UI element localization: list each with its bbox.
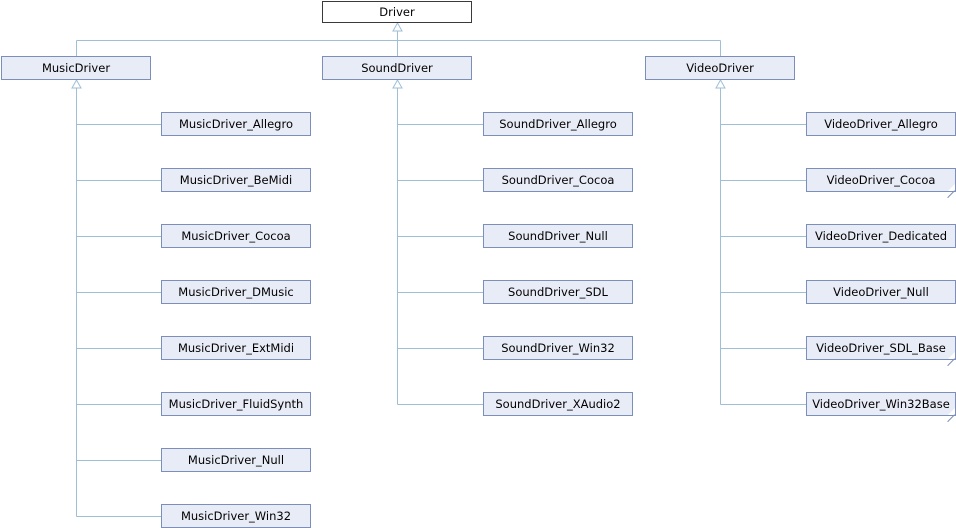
- class-node-musicdriver-cocoa[interactable]: MusicDriver_Cocoa: [161, 224, 311, 248]
- class-node-videodriver-sdl-base-label: VideoDriver_SDL_Base: [816, 341, 946, 355]
- class-node-sounddriver-cocoa-label: SoundDriver_Cocoa: [501, 173, 615, 187]
- class-node-driver-label: Driver: [379, 5, 415, 19]
- class-node-sounddriver-allegro-label: SoundDriver_Allegro: [499, 117, 617, 131]
- class-node-musicdriver-null-label: MusicDriver_Null: [187, 453, 285, 467]
- class-node-musicdriver-null[interactable]: MusicDriver_Null: [161, 448, 311, 472]
- class-node-videodriver-cocoa-label: VideoDriver_Cocoa: [826, 173, 936, 187]
- class-node-sounddriver[interactable]: SoundDriver: [322, 56, 472, 80]
- inheritance-arrow-driver: [392, 21, 403, 32]
- class-node-videodriver-sdl-base[interactable]: VideoDriver_SDL_Base: [806, 336, 956, 367]
- inheritance-arrow-sounddriver: [392, 78, 403, 89]
- class-node-sounddriver-xaudio2[interactable]: SoundDriver_XAudio2: [483, 392, 633, 416]
- inheritance-arrow-musicdriver: [71, 78, 82, 89]
- class-node-videodriver-allegro[interactable]: VideoDriver_Allegro: [806, 112, 956, 136]
- class-node-videodriver-null[interactable]: VideoDriver_Null: [806, 280, 956, 304]
- class-node-sounddriver-label: SoundDriver: [361, 61, 433, 75]
- truncated-corner-marker: [948, 408, 955, 415]
- class-node-videodriver-win32base-label: VideoDriver_Win32Base: [812, 397, 950, 411]
- class-node-sounddriver-null-label: SoundDriver_Null: [508, 229, 608, 243]
- class-node-musicdriver-dmusic[interactable]: MusicDriver_DMusic: [161, 280, 311, 304]
- class-node-musicdriver-cocoa-label: MusicDriver_Cocoa: [181, 229, 291, 243]
- class-node-musicdriver-bemidi[interactable]: MusicDriver_BeMidi: [161, 168, 311, 192]
- class-node-musicdriver-fluidsynth-label: MusicDriver_FluidSynth: [168, 397, 304, 411]
- class-node-sounddriver-null[interactable]: SoundDriver_Null: [483, 224, 633, 248]
- class-node-videodriver-dedicated-label: VideoDriver_Dedicated: [814, 229, 948, 243]
- class-node-videodriver-cocoa[interactable]: VideoDriver_Cocoa: [806, 168, 956, 199]
- truncated-corner-marker: [948, 352, 955, 359]
- class-node-videodriver-null-label: VideoDriver_Null: [833, 285, 929, 299]
- class-node-musicdriver[interactable]: MusicDriver: [1, 56, 151, 80]
- class-node-musicdriver-extmidi[interactable]: MusicDriver_ExtMidi: [161, 336, 311, 360]
- class-node-sounddriver-win32-label: SoundDriver_Win32: [501, 341, 615, 355]
- class-node-sounddriver-sdl[interactable]: SoundDriver_SDL: [483, 280, 633, 304]
- class-node-sounddriver-allegro[interactable]: SoundDriver_Allegro: [483, 112, 633, 136]
- inheritance-arrow-videodriver: [715, 78, 726, 89]
- class-node-videodriver-dedicated[interactable]: VideoDriver_Dedicated: [806, 224, 956, 248]
- class-node-videodriver-win32base[interactable]: VideoDriver_Win32Base: [806, 392, 956, 423]
- class-node-musicdriver-dmusic-label: MusicDriver_DMusic: [178, 285, 294, 299]
- class-node-sounddriver-xaudio2-label: SoundDriver_XAudio2: [495, 397, 621, 411]
- class-node-sounddriver-win32[interactable]: SoundDriver_Win32: [483, 336, 633, 360]
- class-node-musicdriver-allegro[interactable]: MusicDriver_Allegro: [161, 112, 311, 136]
- class-node-sounddriver-sdl-label: SoundDriver_SDL: [508, 285, 608, 299]
- class-node-musicdriver-label: MusicDriver: [41, 61, 111, 75]
- class-node-videodriver[interactable]: VideoDriver: [645, 56, 795, 80]
- class-node-musicdriver-extmidi-label: MusicDriver_ExtMidi: [177, 341, 295, 355]
- class-node-videodriver-label: VideoDriver: [686, 61, 754, 75]
- class-node-videodriver-allegro-label: VideoDriver_Allegro: [824, 117, 938, 131]
- class-node-musicdriver-win32-label: MusicDriver_Win32: [180, 509, 292, 523]
- class-node-musicdriver-win32[interactable]: MusicDriver_Win32: [161, 504, 311, 528]
- class-node-musicdriver-bemidi-label: MusicDriver_BeMidi: [179, 173, 293, 187]
- class-node-musicdriver-fluidsynth[interactable]: MusicDriver_FluidSynth: [161, 392, 311, 416]
- truncated-corner-marker: [948, 184, 955, 191]
- class-node-sounddriver-cocoa[interactable]: SoundDriver_Cocoa: [483, 168, 633, 192]
- class-node-driver: Driver: [322, 1, 472, 23]
- class-node-musicdriver-allegro-label: MusicDriver_Allegro: [178, 117, 293, 131]
